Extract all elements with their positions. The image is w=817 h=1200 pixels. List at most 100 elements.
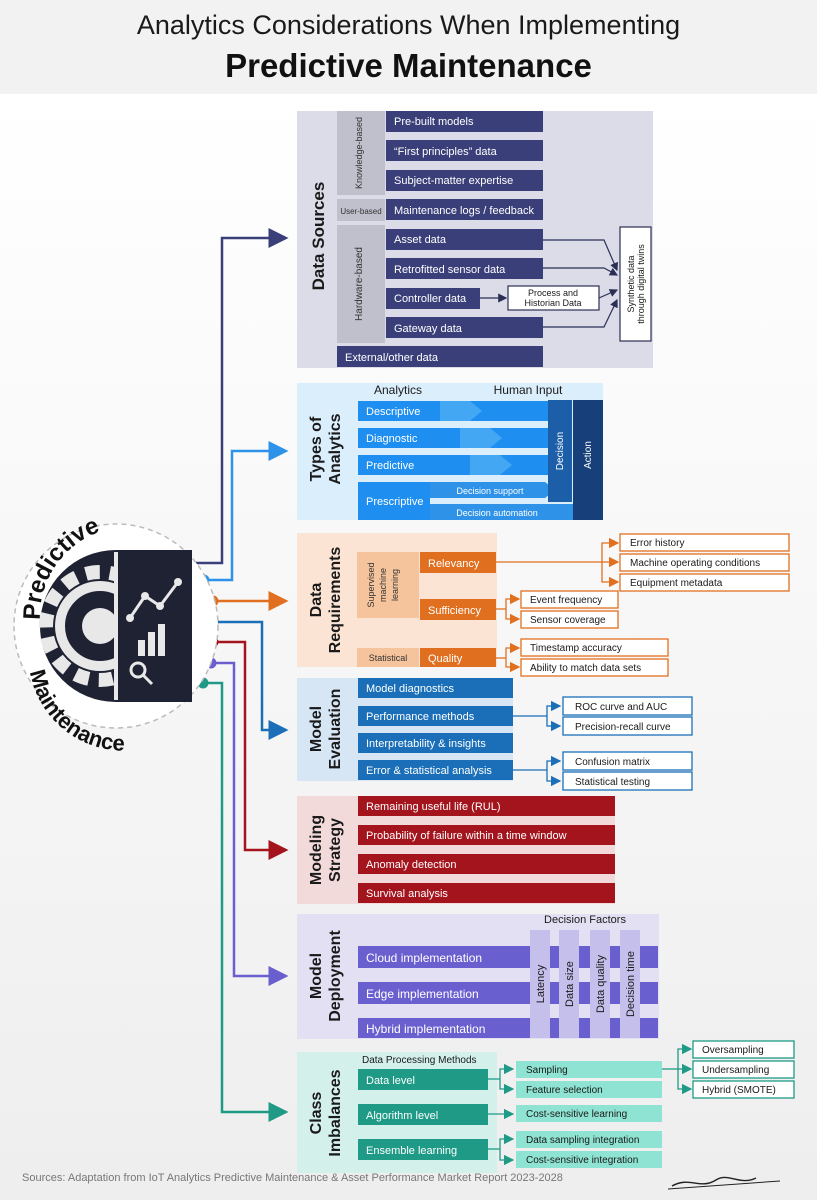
group-hardware-label: Hardware-based	[354, 247, 365, 321]
decision-factors-label: Decision Factors	[544, 914, 626, 926]
header: Analytics Considerations When Implementi…	[0, 0, 817, 94]
ds-item-label: Gateway data	[394, 323, 463, 335]
eval-item-label: Error & statistical analysis	[366, 765, 492, 777]
req-item-label: Sensor coverage	[530, 615, 606, 626]
req-item-label: Event frequency	[530, 595, 602, 606]
deploy-item-box	[358, 1018, 658, 1038]
sampling-sub-label: Oversampling	[702, 1045, 764, 1056]
req-item-label: Machine operating conditions	[630, 558, 760, 569]
col-human-input-label: Human Input	[494, 383, 563, 397]
eval-sub-box	[562, 696, 693, 716]
deploy-item-label: Hybrid implementation	[366, 1022, 485, 1036]
imbalance-sub-label: Cost-sensitive learning	[526, 1109, 627, 1120]
req-item-box	[619, 553, 790, 572]
factor-bar	[620, 930, 640, 1038]
eval-sub-box	[562, 771, 693, 791]
statistical-label: Statistical	[369, 653, 408, 663]
sampling-sub-box	[692, 1080, 795, 1099]
eval-item-box	[358, 678, 513, 698]
connector-line	[543, 239, 618, 272]
imbalance-title-line1: Class	[308, 1092, 325, 1135]
factor-label: Data size	[564, 961, 576, 1007]
imbalance-sub-box	[516, 1061, 662, 1078]
imbalance-sub-label: Cost-sensitive integration	[526, 1155, 638, 1166]
ds-item-box	[386, 229, 543, 250]
connector-line	[499, 1079, 515, 1095]
eval-item-box	[358, 706, 513, 726]
connector-evaluation	[213, 620, 289, 740]
connector-line	[543, 298, 618, 328]
quality-label: Quality	[428, 653, 463, 665]
page-title-line2: Predictive Maintenance	[225, 47, 592, 84]
connector-line	[677, 1043, 693, 1069]
deploy-item-label: Cloud implementation	[366, 951, 482, 965]
section-model-evaluation: Model Evaluation Model diagnostics Perfo…	[297, 678, 693, 791]
eval-item-box	[358, 733, 513, 753]
imbalance-item-label: Ensemble learning	[366, 1145, 457, 1157]
analytics-prescriptive: Prescriptive	[366, 496, 423, 508]
strategy-item-label: Anomaly detection	[366, 859, 457, 871]
prescriptive-box	[358, 482, 430, 520]
eval-sub-label: Statistical testing	[575, 777, 650, 788]
analytics-diagnostic: Diagnostic	[366, 433, 418, 445]
connector-line	[505, 658, 521, 673]
imbalance-sub-label: Data sampling integration	[526, 1135, 639, 1146]
connector-imbalances	[203, 681, 289, 1122]
connector-line	[546, 700, 562, 716]
connector-analytics	[204, 441, 289, 582]
diagnostic-arrow	[358, 428, 560, 448]
analytics-title-line1: Types of	[308, 416, 325, 481]
strategy-item-box	[358, 796, 615, 816]
strategy-item-label: Probability of failure within a time win…	[366, 830, 567, 842]
analytics-descriptive: Descriptive	[366, 406, 420, 418]
supervised-line3: learning	[390, 569, 400, 601]
ds-item-label: Retrofitted sensor data	[394, 264, 506, 276]
req-item-box	[520, 658, 669, 677]
eval-item-label: Interpretability & insights	[366, 738, 486, 750]
connector-line	[601, 562, 620, 588]
sufficiency-label: Sufficiency	[428, 605, 481, 617]
imbalance-sub-label: Sampling	[526, 1065, 568, 1076]
req-item-box	[520, 610, 619, 629]
ds-item-box	[386, 317, 543, 338]
imbalance-sub-box	[516, 1081, 662, 1098]
supervised-ml-box	[357, 552, 419, 618]
ds-item-box	[337, 346, 543, 367]
factor-label: Data quality	[595, 954, 607, 1013]
deployment-title-line1: Model	[308, 953, 325, 999]
strategy-item-label: Survival analysis	[366, 888, 448, 900]
section-class-imbalances: Class Imbalances Data Processing Methods…	[297, 1040, 795, 1173]
analytics-title-line2: Analytics	[327, 413, 344, 484]
analytics-predictive: Predictive	[366, 460, 414, 472]
connector-line	[601, 537, 620, 562]
deploy-item-label: Edge implementation	[366, 987, 479, 1001]
decision-support-arrow	[430, 482, 555, 498]
section-modeling-strategy: Modeling Strategy Remaining useful life …	[297, 796, 615, 904]
relevancy-label: Relevancy	[428, 558, 480, 570]
gear-and-analytics-chart-icon	[39, 550, 192, 702]
factor-bar	[559, 930, 579, 1038]
section-data-requirements: Data Requirements Supervised machine lea…	[297, 533, 790, 677]
supervised-line1: Supervised	[366, 562, 376, 607]
eval-item-label: Model diagnostics	[366, 683, 455, 695]
decision-label: Decision	[555, 432, 566, 470]
sampling-sub-box	[692, 1040, 795, 1059]
ds-item-box	[386, 258, 543, 279]
connector-line	[505, 642, 521, 658]
eval-item-box	[358, 760, 513, 780]
factor-label: Decision time	[625, 951, 637, 1017]
decision-automation-label: Decision automation	[456, 508, 538, 518]
synthetic-line2: through digital twins	[636, 244, 646, 324]
section-data-sources: Data Sources Knowledge-based User-based …	[297, 111, 653, 368]
strategy-title-line2: Strategy	[327, 818, 344, 882]
ds-item-label: Pre-built models	[394, 116, 474, 128]
imbalance-title-line2: Imbalances	[327, 1069, 344, 1156]
action-label: Action	[583, 441, 594, 469]
group-hardware-based	[337, 225, 385, 343]
ds-item-box	[386, 170, 543, 191]
hub: Predictive Maintenance	[13, 512, 219, 756]
factor-bar	[530, 930, 550, 1038]
data-processing-methods-label: Data Processing Methods	[362, 1055, 477, 1066]
page-title-line1: Analytics Considerations When Implementi…	[136, 10, 681, 40]
req-item-label: Ability to match data sets	[530, 663, 641, 674]
